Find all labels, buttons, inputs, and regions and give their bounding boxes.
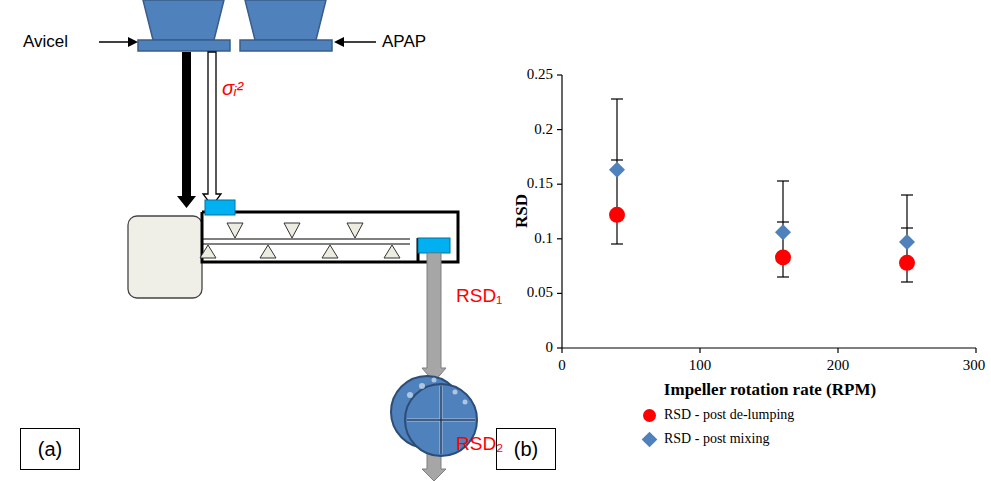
feed-arrow	[177, 52, 196, 208]
legend-entry: RSD - post de-lumping	[643, 407, 794, 423]
legend-text: RSD - post de-lumping	[664, 407, 794, 423]
leader-arrow	[99, 37, 376, 47]
axis-title: Impeller rotation rate (RPM)	[664, 380, 876, 400]
avicel-hopper	[138, 0, 230, 51]
tick-label: 0.05	[527, 285, 553, 302]
tick-label: 100	[689, 357, 712, 374]
legend-text: RSD - post mixing	[664, 431, 769, 447]
legend-entry: RSD - post mixing	[643, 431, 769, 447]
tick-label: 0.1	[534, 230, 553, 247]
inlet-port	[205, 200, 235, 215]
panel-label: (a)	[38, 438, 62, 461]
data-point	[609, 162, 915, 271]
material-name: APAP	[382, 32, 426, 52]
tick-label: 200	[827, 357, 850, 374]
material-name: Avicel	[23, 32, 68, 52]
outlet-port	[418, 238, 450, 253]
apap-hopper	[240, 0, 332, 51]
feed-arrow	[203, 52, 221, 206]
legend-swatch	[642, 431, 658, 447]
variance-symbol: σᵢ²	[222, 77, 243, 100]
panel-label-box: (a)	[20, 428, 80, 470]
paddle	[200, 223, 400, 258]
tick-label: 0	[558, 357, 566, 374]
axis-title: RSD	[512, 194, 532, 228]
tick-label: 0.15	[527, 176, 553, 193]
tick-label: 300	[963, 357, 986, 374]
shaft	[202, 239, 410, 244]
panel-label-box: (b)	[496, 428, 556, 470]
chart-axes	[557, 75, 976, 353]
error-bar	[611, 99, 913, 282]
tick-label: 0	[546, 339, 554, 356]
rsd-label: RSD₁	[456, 285, 503, 307]
tick-label: 0.2	[534, 121, 553, 138]
motor	[128, 216, 202, 298]
mixer-barrel	[202, 212, 458, 262]
legend-swatch	[643, 409, 656, 422]
rsd-label: RSD₂	[456, 433, 504, 455]
flow-arrow	[422, 253, 446, 382]
panel-label: (b)	[514, 438, 538, 461]
tick-label: 0.25	[527, 66, 553, 83]
